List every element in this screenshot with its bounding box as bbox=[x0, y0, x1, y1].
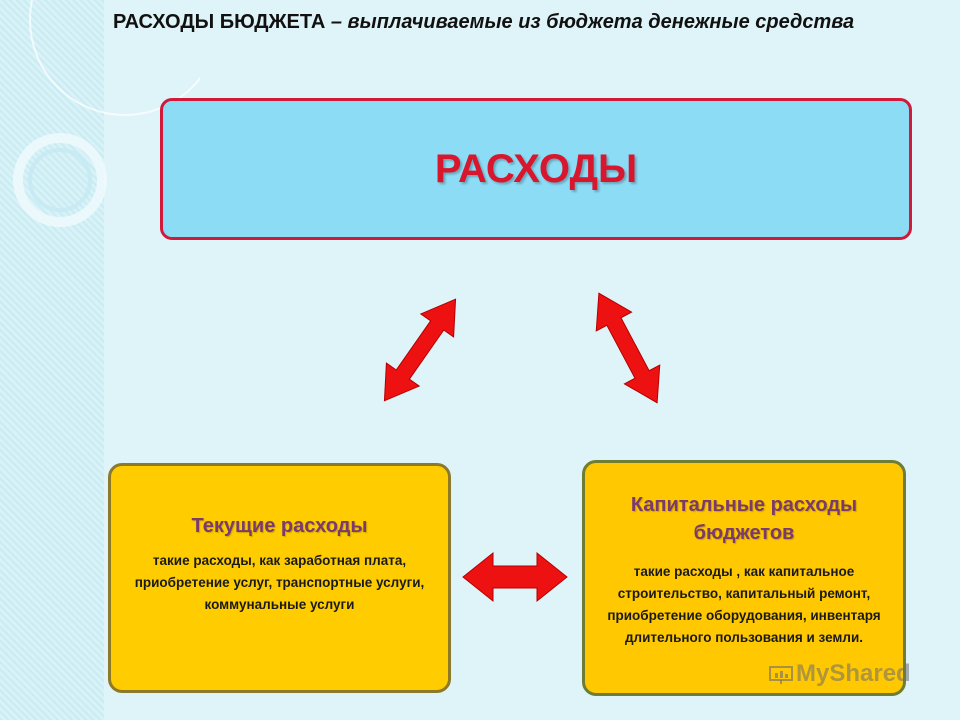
heading-term: РАСХОДЫ БЮДЖЕТА bbox=[113, 11, 326, 33]
decorative-left-strip bbox=[0, 0, 104, 720]
heading-definition: выплачиваемые из бюджета денежные средст… bbox=[347, 11, 855, 33]
double-arrow-horizontal-icon bbox=[462, 551, 568, 603]
watermark: MyShared bbox=[768, 660, 911, 688]
double-arrow-right-diagonal-icon bbox=[595, 292, 661, 404]
decorative-circles bbox=[13, 0, 200, 227]
heading-dash: – bbox=[325, 11, 348, 33]
capital-expenses-title: Капитальные расходы бюджетов bbox=[630, 494, 858, 544]
current-expenses-box: Текущие расходы такие расходы, как зараб… bbox=[108, 463, 451, 693]
current-expenses-text: такие расходы, как заработная плата, при… bbox=[134, 553, 425, 612]
watermark-text: MyShared bbox=[796, 660, 911, 687]
double-arrow-left-diagonal-icon bbox=[383, 298, 457, 402]
expenses-main-box: РАСХОДЫ bbox=[160, 98, 912, 240]
current-expenses-title: Текущие расходы bbox=[191, 515, 368, 537]
capital-expenses-box: Капитальные расходы бюджетов такие расхо… bbox=[582, 460, 906, 696]
presentation-board-icon bbox=[769, 665, 793, 684]
capital-expenses-text: такие расходы , как капитальное строител… bbox=[607, 564, 881, 645]
slide-heading: РАСХОДЫ БЮДЖЕТА – выплачиваемые из бюдже… bbox=[113, 8, 933, 36]
expenses-main-title: РАСХОДЫ bbox=[434, 146, 638, 191]
